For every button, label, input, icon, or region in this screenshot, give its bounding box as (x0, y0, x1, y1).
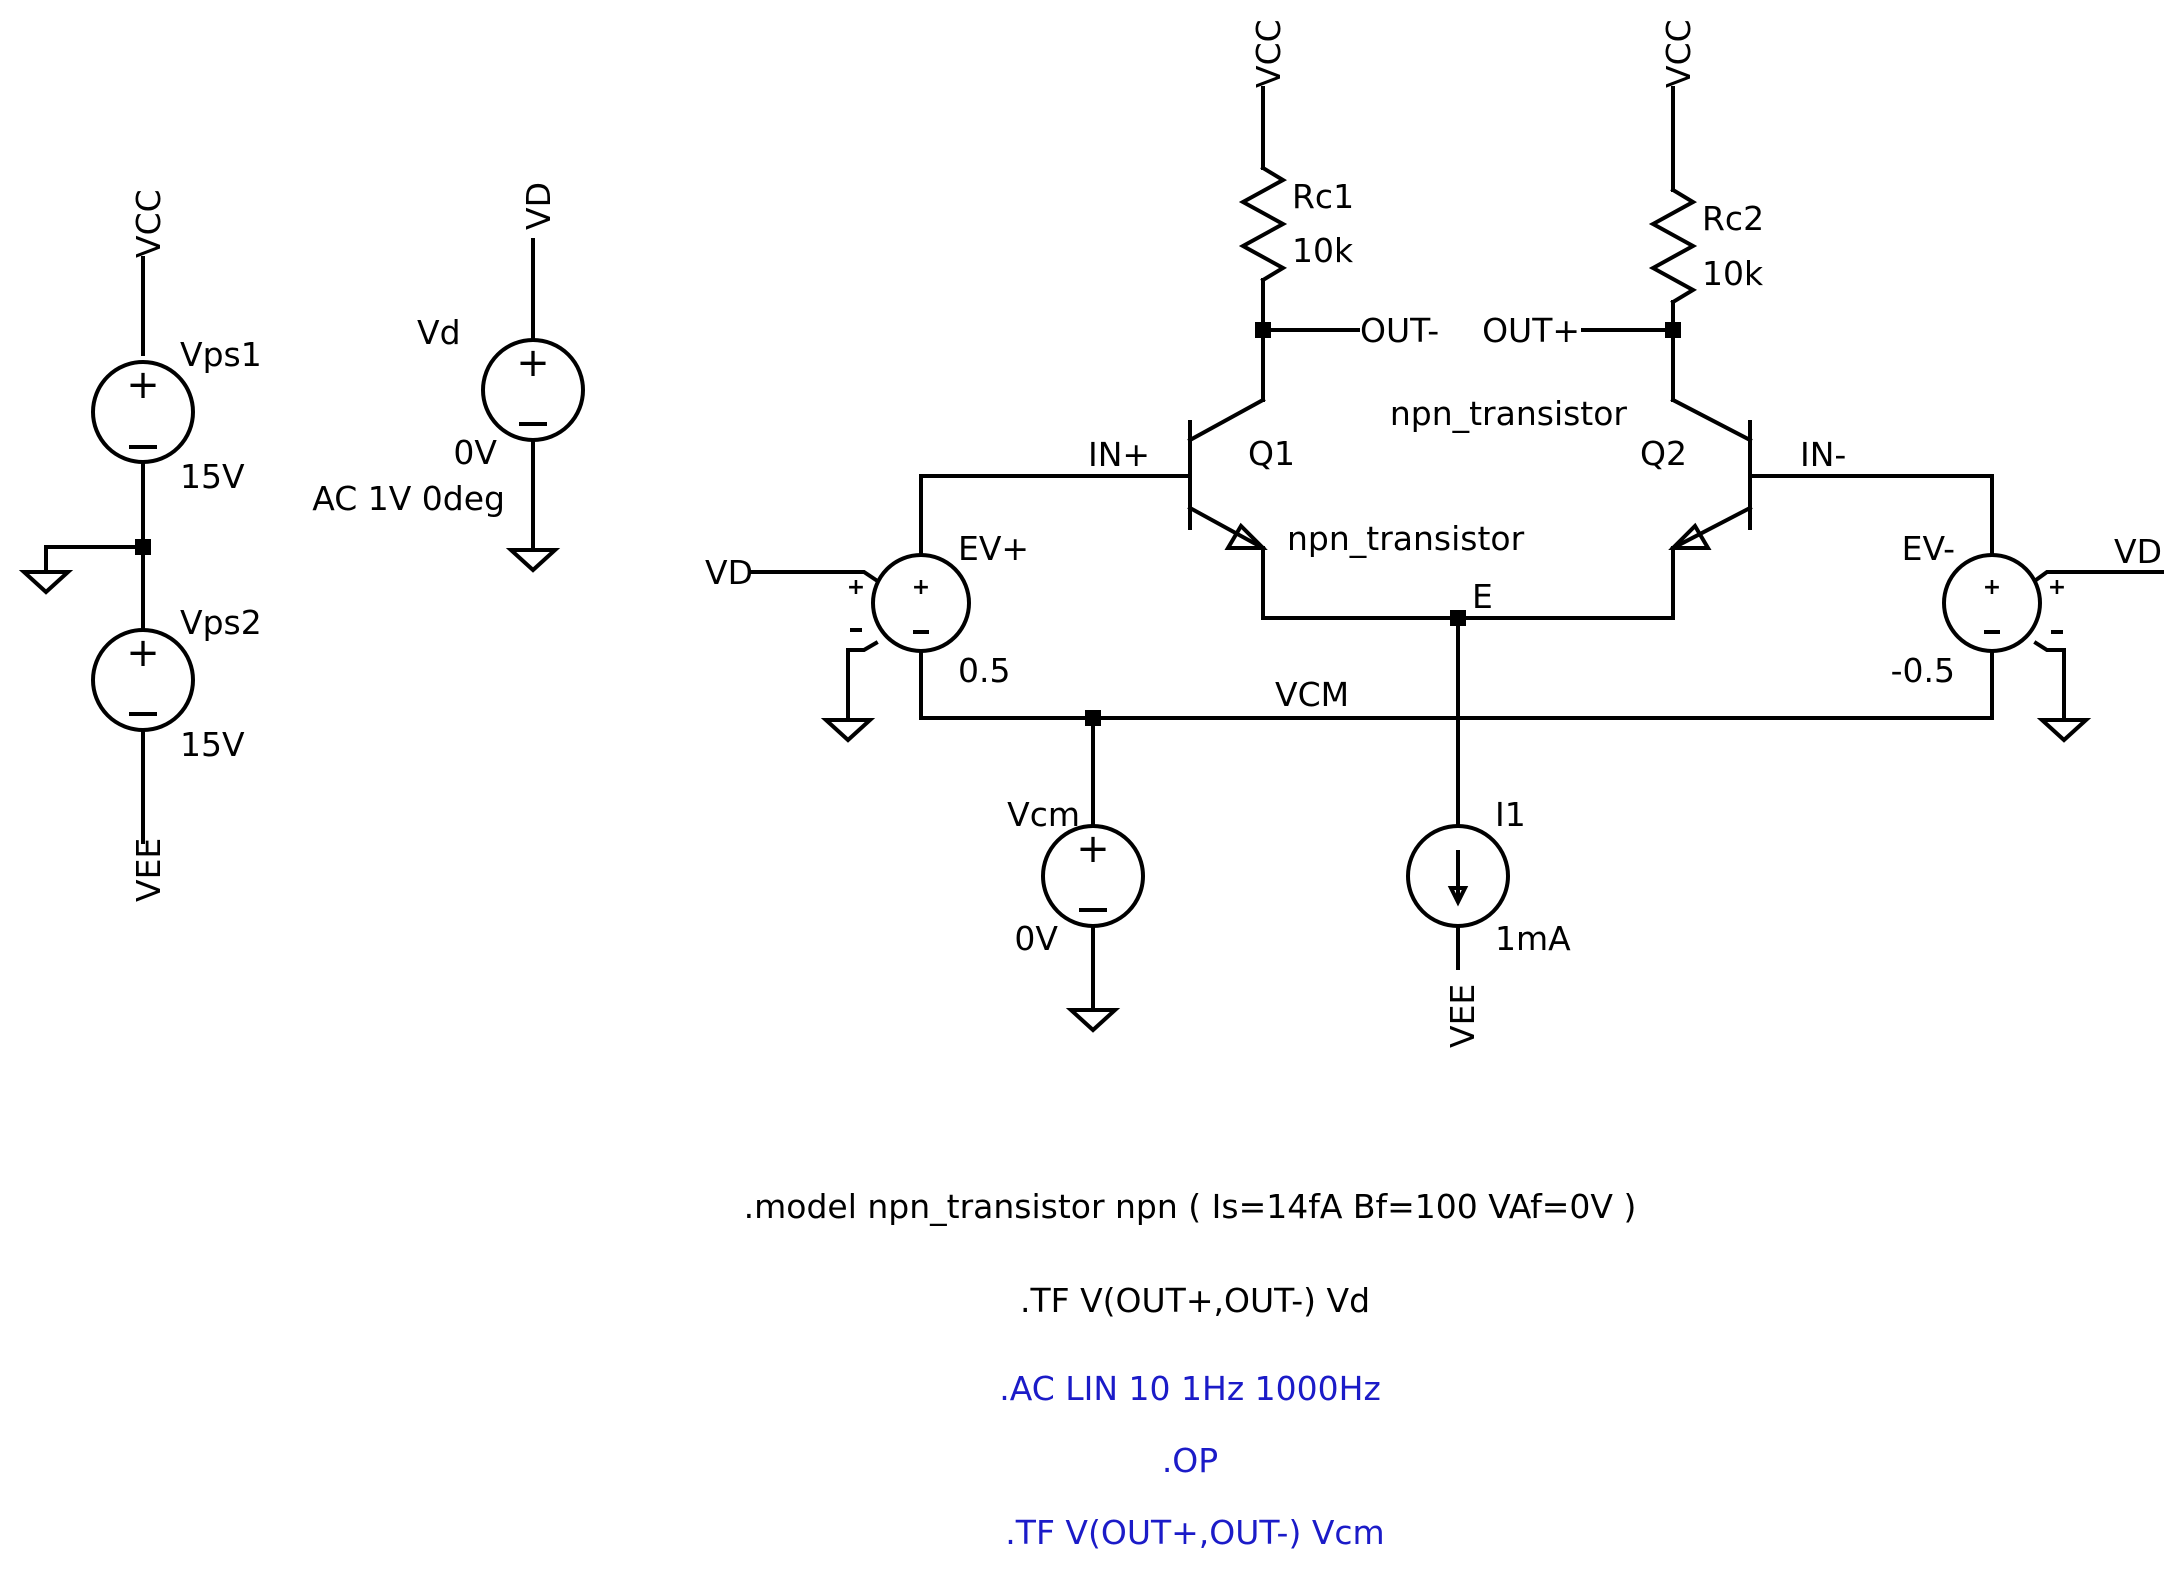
rc2-name: Rc2 (1702, 199, 1764, 238)
rc1-name: Rc1 (1292, 177, 1354, 216)
ev-plus-section: + EV+ 0.5 VD + (705, 529, 1029, 743)
q1-emitter-lead (1187, 505, 1266, 551)
rc1-value: 10k (1292, 231, 1354, 270)
input-nets: IN+ IN- (919, 435, 1994, 576)
vps2-value: 15V (180, 725, 245, 764)
vcm-section: VCM + Vcm 0V (919, 675, 1994, 1033)
i1-name: I1 (1495, 795, 1526, 834)
vcc-label-q2: VCC (1659, 19, 1698, 88)
in-plus-wire (919, 474, 1192, 576)
vcc-label-left: VCC (129, 189, 168, 258)
out-plus-label: OUT+ (1482, 311, 1580, 350)
ev-minus-gain: -0.5 (1891, 651, 1955, 690)
q2-collector-lead (1670, 397, 1753, 443)
vd-value: 0V (453, 433, 497, 472)
vcc-label-q1: VCC (1249, 19, 1288, 88)
q2-emitter-lead (1670, 505, 1753, 551)
q1-collector-lead (1187, 397, 1266, 443)
rc2-value: 10k (1702, 254, 1764, 293)
vd-control-wire-left (750, 570, 879, 583)
vd-source[interactable]: + (481, 338, 585, 442)
q1-emitter-arrow (1224, 522, 1268, 550)
vcm-name: Vcm (1007, 795, 1080, 834)
control-plus-sign: + (847, 575, 865, 600)
q1-branch: VCC Rc1 10k OUT- Q1 npn_transistor (1187, 19, 1675, 620)
plus-sign: + (516, 340, 550, 386)
ev-minus-name: EV- (1902, 529, 1955, 568)
arrow-head (1447, 886, 1469, 907)
q2-emitter-arrow (1668, 522, 1712, 550)
spice-directives: .model npn_transistor npn ( Is=14fA Bf=1… (744, 1187, 1637, 1552)
ground-symbol (505, 548, 561, 573)
emitter-net-label: E (1472, 577, 1493, 616)
rc1-resistor[interactable] (1238, 165, 1288, 283)
ev-plus-gain: 0.5 (958, 651, 1010, 690)
ev-plus-source[interactable]: + (871, 553, 971, 653)
ground-symbol (18, 570, 74, 595)
in-minus-wire (1748, 474, 1994, 576)
in-plus-label: IN+ (1088, 435, 1150, 474)
plus-sign: + (1983, 575, 2001, 600)
vee-label-tail: VEE (1443, 984, 1482, 1048)
plus-sign: + (126, 362, 160, 408)
vps1-source[interactable]: + (91, 360, 195, 464)
vps1-value: 15V (180, 457, 245, 496)
vd-name: Vd (417, 313, 461, 352)
op-directive: .OP (1162, 1441, 1218, 1480)
power-supply-section: VCC + Vps1 15V + Vps2 15V VEE (18, 189, 262, 902)
vd-right-label: VD (2114, 532, 2162, 571)
vcm-net-label: VCM (1275, 675, 1349, 714)
vcm-source[interactable]: + (1041, 824, 1145, 928)
junction-dot (1450, 610, 1466, 626)
vps2-name: Vps2 (180, 603, 262, 642)
vcm-value: 0V (1014, 919, 1058, 958)
control-ground-wire-left (846, 640, 879, 722)
ground-symbol (820, 718, 876, 743)
plus-sign: + (1076, 826, 1110, 872)
vd-source-section: VD + Vd 0V AC 1V 0deg (312, 182, 585, 573)
i1-value: 1mA (1495, 919, 1571, 958)
ev-minus-section: + EV- -0.5 VD + (1891, 529, 2164, 743)
vps2-source[interactable]: + (91, 628, 195, 732)
model-directive: .model npn_transistor npn ( Is=14fA Bf=1… (744, 1187, 1637, 1226)
vps1-name: Vps1 (180, 335, 262, 374)
i1-current-source[interactable] (1406, 824, 1510, 928)
q1-transistor[interactable] (1187, 397, 1268, 551)
ground-wire (44, 545, 145, 574)
vd-net-label: VD (519, 182, 558, 230)
vd-control-wire-right (2033, 570, 2164, 583)
in-minus-label: IN- (1800, 435, 1846, 474)
control-ground-wire-right (2033, 640, 2066, 722)
vee-label-left: VEE (129, 838, 168, 902)
control-plus-sign: + (2048, 575, 2066, 600)
q2-transistor[interactable] (1668, 397, 1753, 551)
tail-current-section: E I1 1mA VEE (1406, 577, 1571, 1048)
vd-left-label: VD (705, 553, 753, 592)
q2-branch: VCC Rc2 10k OUT+ npn_transistor Q2 (1390, 19, 1764, 620)
ac-directive: .AC LIN 10 1Hz 1000Hz (999, 1369, 1381, 1408)
q1-model: npn_transistor (1287, 519, 1525, 558)
tf-vcm-directive: .TF V(OUT+,OUT-) Vcm (1005, 1513, 1384, 1552)
plus-sign: + (912, 575, 930, 600)
out-minus-label: OUT- (1360, 311, 1439, 350)
q1-name: Q1 (1248, 434, 1295, 473)
q2-model: npn_transistor (1390, 394, 1628, 433)
ground-symbol (1065, 1008, 1121, 1033)
ev-minus-source[interactable]: + (1942, 553, 2042, 653)
vd-ac-spec: AC 1V 0deg (312, 479, 505, 518)
ground-symbol (2036, 718, 2092, 743)
ev-plus-name: EV+ (958, 529, 1029, 568)
q2-name: Q2 (1640, 434, 1687, 473)
rc2-resistor[interactable] (1648, 187, 1698, 305)
tf-vd-directive: .TF V(OUT+,OUT-) Vd (1020, 1281, 1370, 1320)
plus-sign: + (126, 630, 160, 676)
